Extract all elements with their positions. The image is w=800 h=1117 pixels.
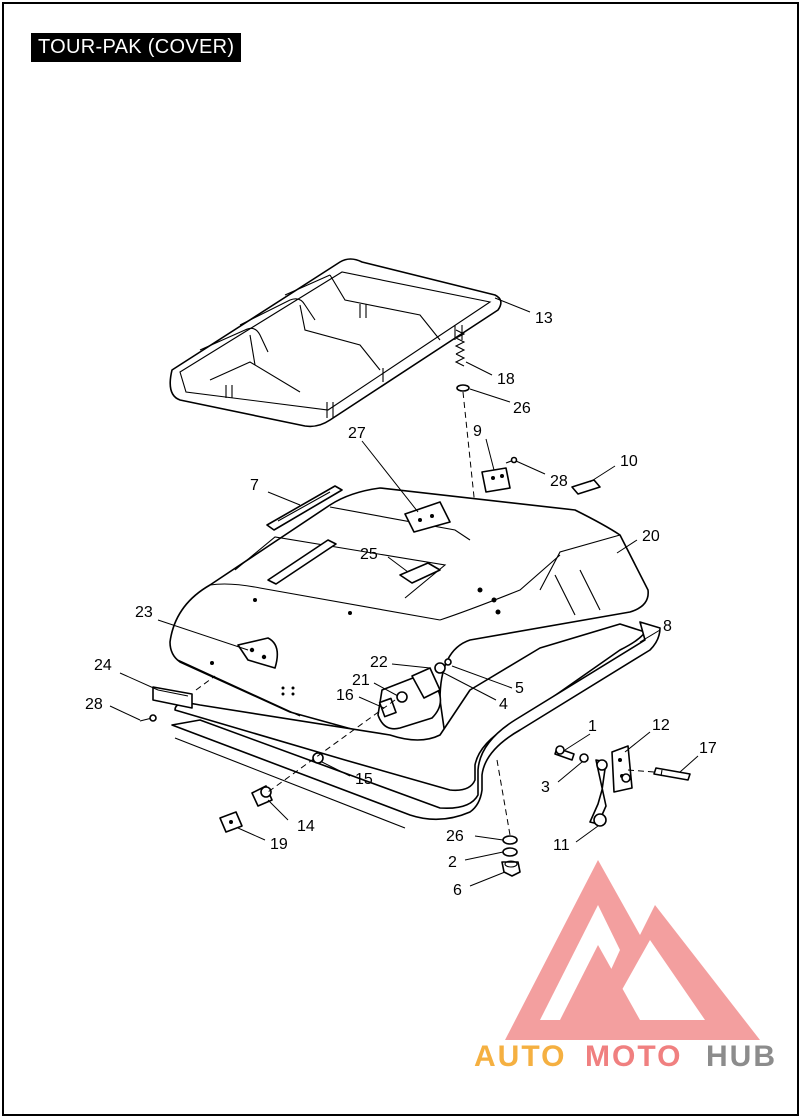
watermark-moto: MOTO [585, 1040, 682, 1073]
leader-lines [109, 297, 699, 887]
screw-28-left [139, 714, 157, 722]
centerline-lock [267, 699, 396, 793]
hinge-bracket-9 [481, 467, 511, 493]
lid-holes [210, 587, 501, 696]
pad-10 [571, 479, 601, 495]
callout-8: 8 [663, 618, 672, 635]
centerline-pin [627, 769, 655, 773]
callout-22: 22 [370, 654, 388, 671]
o-ring-15 [312, 752, 324, 764]
lock-cylinder-14 [251, 785, 273, 807]
callout-6: 6 [453, 882, 462, 899]
callout-19: 19 [270, 836, 288, 853]
washer-26-top [456, 384, 470, 392]
seal-8 [171, 621, 661, 829]
centerline-bottom [496, 759, 511, 836]
callout-2: 2 [448, 854, 457, 871]
callout-11: 11 [553, 837, 570, 854]
bracket-27 [404, 501, 451, 533]
hinge-23 [237, 637, 279, 669]
callout-28-left: 28 [85, 696, 103, 713]
callout-24: 24 [94, 657, 112, 674]
latch-assembly [377, 658, 452, 730]
callout-28-top: 28 [550, 473, 568, 490]
watermark-logo [505, 860, 760, 1040]
callout-26-top: 26 [513, 400, 531, 417]
callout-10: 10 [620, 453, 638, 470]
spring-18 [454, 329, 466, 367]
pin-17 [653, 767, 691, 781]
callout-14: 14 [297, 818, 315, 835]
washer-26-bottom [502, 835, 518, 845]
screw-1 [554, 745, 575, 761]
callout-26-bottom: 26 [446, 828, 464, 845]
callout-16: 16 [336, 687, 354, 704]
callout-25: 25 [360, 546, 378, 563]
callout-15: 15 [355, 771, 373, 788]
washer-2 [502, 847, 518, 857]
callout-4: 4 [499, 696, 508, 713]
callout-18: 18 [497, 371, 515, 388]
lid-slot [267, 539, 337, 585]
callout-12: 12 [652, 717, 670, 734]
nut-6 [501, 860, 521, 877]
emblem-strip-7 [266, 485, 343, 531]
strap-11 [589, 759, 608, 827]
callout-27: 27 [348, 425, 366, 442]
watermark-auto: AUTO [474, 1040, 566, 1073]
screw-28-top [505, 456, 518, 464]
watermark-hub: HUB [706, 1040, 777, 1073]
callout-1: 1 [588, 718, 597, 735]
light-24 [152, 686, 193, 709]
washer-3 [579, 753, 589, 763]
callout-5: 5 [515, 680, 524, 697]
callout-labels: 13 18 26 9 27 10 28 7 20 25 23 8 22 24 2… [85, 310, 717, 899]
centerline-light [195, 675, 216, 691]
diagram-title: TOUR-PAK (COVER) [31, 33, 242, 62]
callout-23: 23 [135, 604, 153, 621]
callout-3: 3 [541, 779, 550, 796]
callout-17: 17 [699, 740, 717, 757]
callout-21: 21 [352, 672, 370, 689]
centerline-top [462, 391, 479, 536]
key-19 [219, 811, 243, 833]
watermark-text: AUTO MOTO HUB [474, 1040, 777, 1073]
bracket-12 [611, 745, 633, 793]
callout-9: 9 [473, 423, 482, 440]
callout-7: 7 [250, 477, 259, 494]
emblem-25 [399, 562, 441, 584]
luggage-rack [169, 258, 502, 428]
callout-13: 13 [535, 310, 553, 327]
callout-20: 20 [642, 528, 660, 545]
